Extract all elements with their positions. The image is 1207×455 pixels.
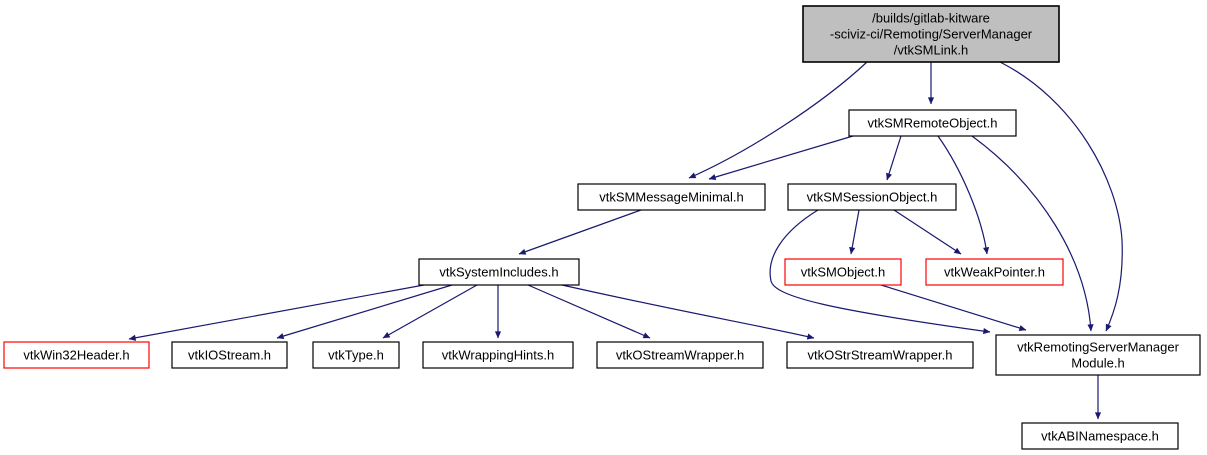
node-box-iostream bbox=[171, 341, 288, 369]
node-box-module bbox=[995, 334, 1201, 376]
node-label-remoteobject: vtkSMRemoteObject.h bbox=[867, 116, 997, 131]
node-label-abinamespace: vtkABINamespace.h bbox=[1041, 429, 1159, 444]
node-box-messageminimal bbox=[577, 183, 766, 211]
edge-smlink-to-messageminimal bbox=[688, 61, 868, 179]
edge-sessionobject-to-weakpointer bbox=[893, 209, 962, 255]
node-systemincludes[interactable]: vtkSystemIncludes.h bbox=[418, 258, 580, 286]
node-box-smlink bbox=[802, 5, 1060, 63]
node-messageminimal[interactable]: vtkSMMessageMinimal.h bbox=[577, 183, 766, 211]
node-box-systemincludes bbox=[418, 258, 580, 286]
node-box-ostreamwrapper bbox=[596, 341, 764, 369]
node-label-systemincludes: vtkSystemIncludes.h bbox=[439, 265, 558, 280]
node-label-type: vtkType.h bbox=[328, 348, 384, 363]
edge-sessionobject-to-module bbox=[769, 209, 991, 335]
edge-systemincludes-to-ostreamwrapper bbox=[527, 284, 651, 339]
node-label-weakpointer: vtkWeakPointer.h bbox=[944, 265, 1045, 280]
node-box-ostrstreamwrapper bbox=[786, 341, 974, 369]
node-box-win32header bbox=[3, 341, 150, 369]
edge-remoteobject-to-weakpointer bbox=[937, 135, 990, 255]
node-abinamespace[interactable]: vtkABINamespace.h bbox=[1021, 422, 1179, 450]
edge-remoteobject-to-module bbox=[971, 135, 1094, 332]
node-weakpointer[interactable]: vtkWeakPointer.h bbox=[925, 258, 1064, 286]
edge-systemincludes-to-iostream bbox=[276, 284, 453, 340]
node-wrappinghints[interactable]: vtkWrappingHints.h bbox=[422, 341, 574, 369]
node-smobject[interactable]: vtkSMObject.h bbox=[784, 258, 902, 286]
node-box-abinamespace bbox=[1021, 422, 1179, 450]
node-type[interactable]: vtkType.h bbox=[312, 341, 400, 369]
node-iostream[interactable]: vtkIOStream.h bbox=[171, 341, 288, 369]
node-box-wrappinghints bbox=[422, 341, 574, 369]
edge-remoteobject-to-messageminimal bbox=[708, 135, 854, 181]
edge-messageminimal-to-systemincludes bbox=[518, 209, 642, 255]
edge-remoteobject-to-sessionobject bbox=[886, 135, 902, 181]
node-box-smobject bbox=[784, 258, 902, 286]
node-box-type bbox=[312, 341, 400, 369]
node-remoteobject[interactable]: vtkSMRemoteObject.h bbox=[848, 109, 1017, 137]
node-win32header[interactable]: vtkWin32Header.h bbox=[3, 341, 150, 369]
node-ostreamwrapper[interactable]: vtkOStreamWrapper.h bbox=[596, 341, 764, 369]
node-box-sessionobject bbox=[787, 183, 957, 211]
node-label-smobject: vtkSMObject.h bbox=[801, 265, 886, 280]
node-label-messageminimal: vtkSMMessageMinimal.h bbox=[599, 190, 744, 205]
node-label-win32header: vtkWin32Header.h bbox=[23, 348, 129, 363]
node-label-smlink: /builds/gitlab-kitware-sciviz-ci/Remotin… bbox=[830, 11, 1033, 58]
node-label-ostrstreamwrapper: vtkOStrStreamWrapper.h bbox=[808, 348, 953, 363]
node-label-wrappinghints: vtkWrappingHints.h bbox=[442, 348, 554, 363]
node-ostrstreamwrapper[interactable]: vtkOStrStreamWrapper.h bbox=[786, 341, 974, 369]
node-smlink: /builds/gitlab-kitware-sciviz-ci/Remotin… bbox=[802, 5, 1060, 63]
node-label-ostreamwrapper: vtkOStreamWrapper.h bbox=[616, 348, 744, 363]
node-box-remoteobject bbox=[848, 109, 1017, 137]
edge-systemincludes-to-type bbox=[382, 284, 478, 339]
edge-smobject-to-module bbox=[880, 284, 1027, 331]
edge-smlink-to-module bbox=[999, 61, 1123, 332]
node-sessionobject[interactable]: vtkSMSessionObject.h bbox=[787, 183, 957, 211]
node-label-iostream: vtkIOStream.h bbox=[188, 348, 271, 363]
node-box-weakpointer bbox=[925, 258, 1064, 286]
edge-systemincludes-to-ostrstreamwrapper bbox=[561, 284, 815, 340]
edge-sessionobject-to-smobject bbox=[849, 209, 860, 255]
edge-systemincludes-to-win32header bbox=[128, 284, 425, 341]
node-label-sessionobject: vtkSMSessionObject.h bbox=[807, 190, 938, 205]
